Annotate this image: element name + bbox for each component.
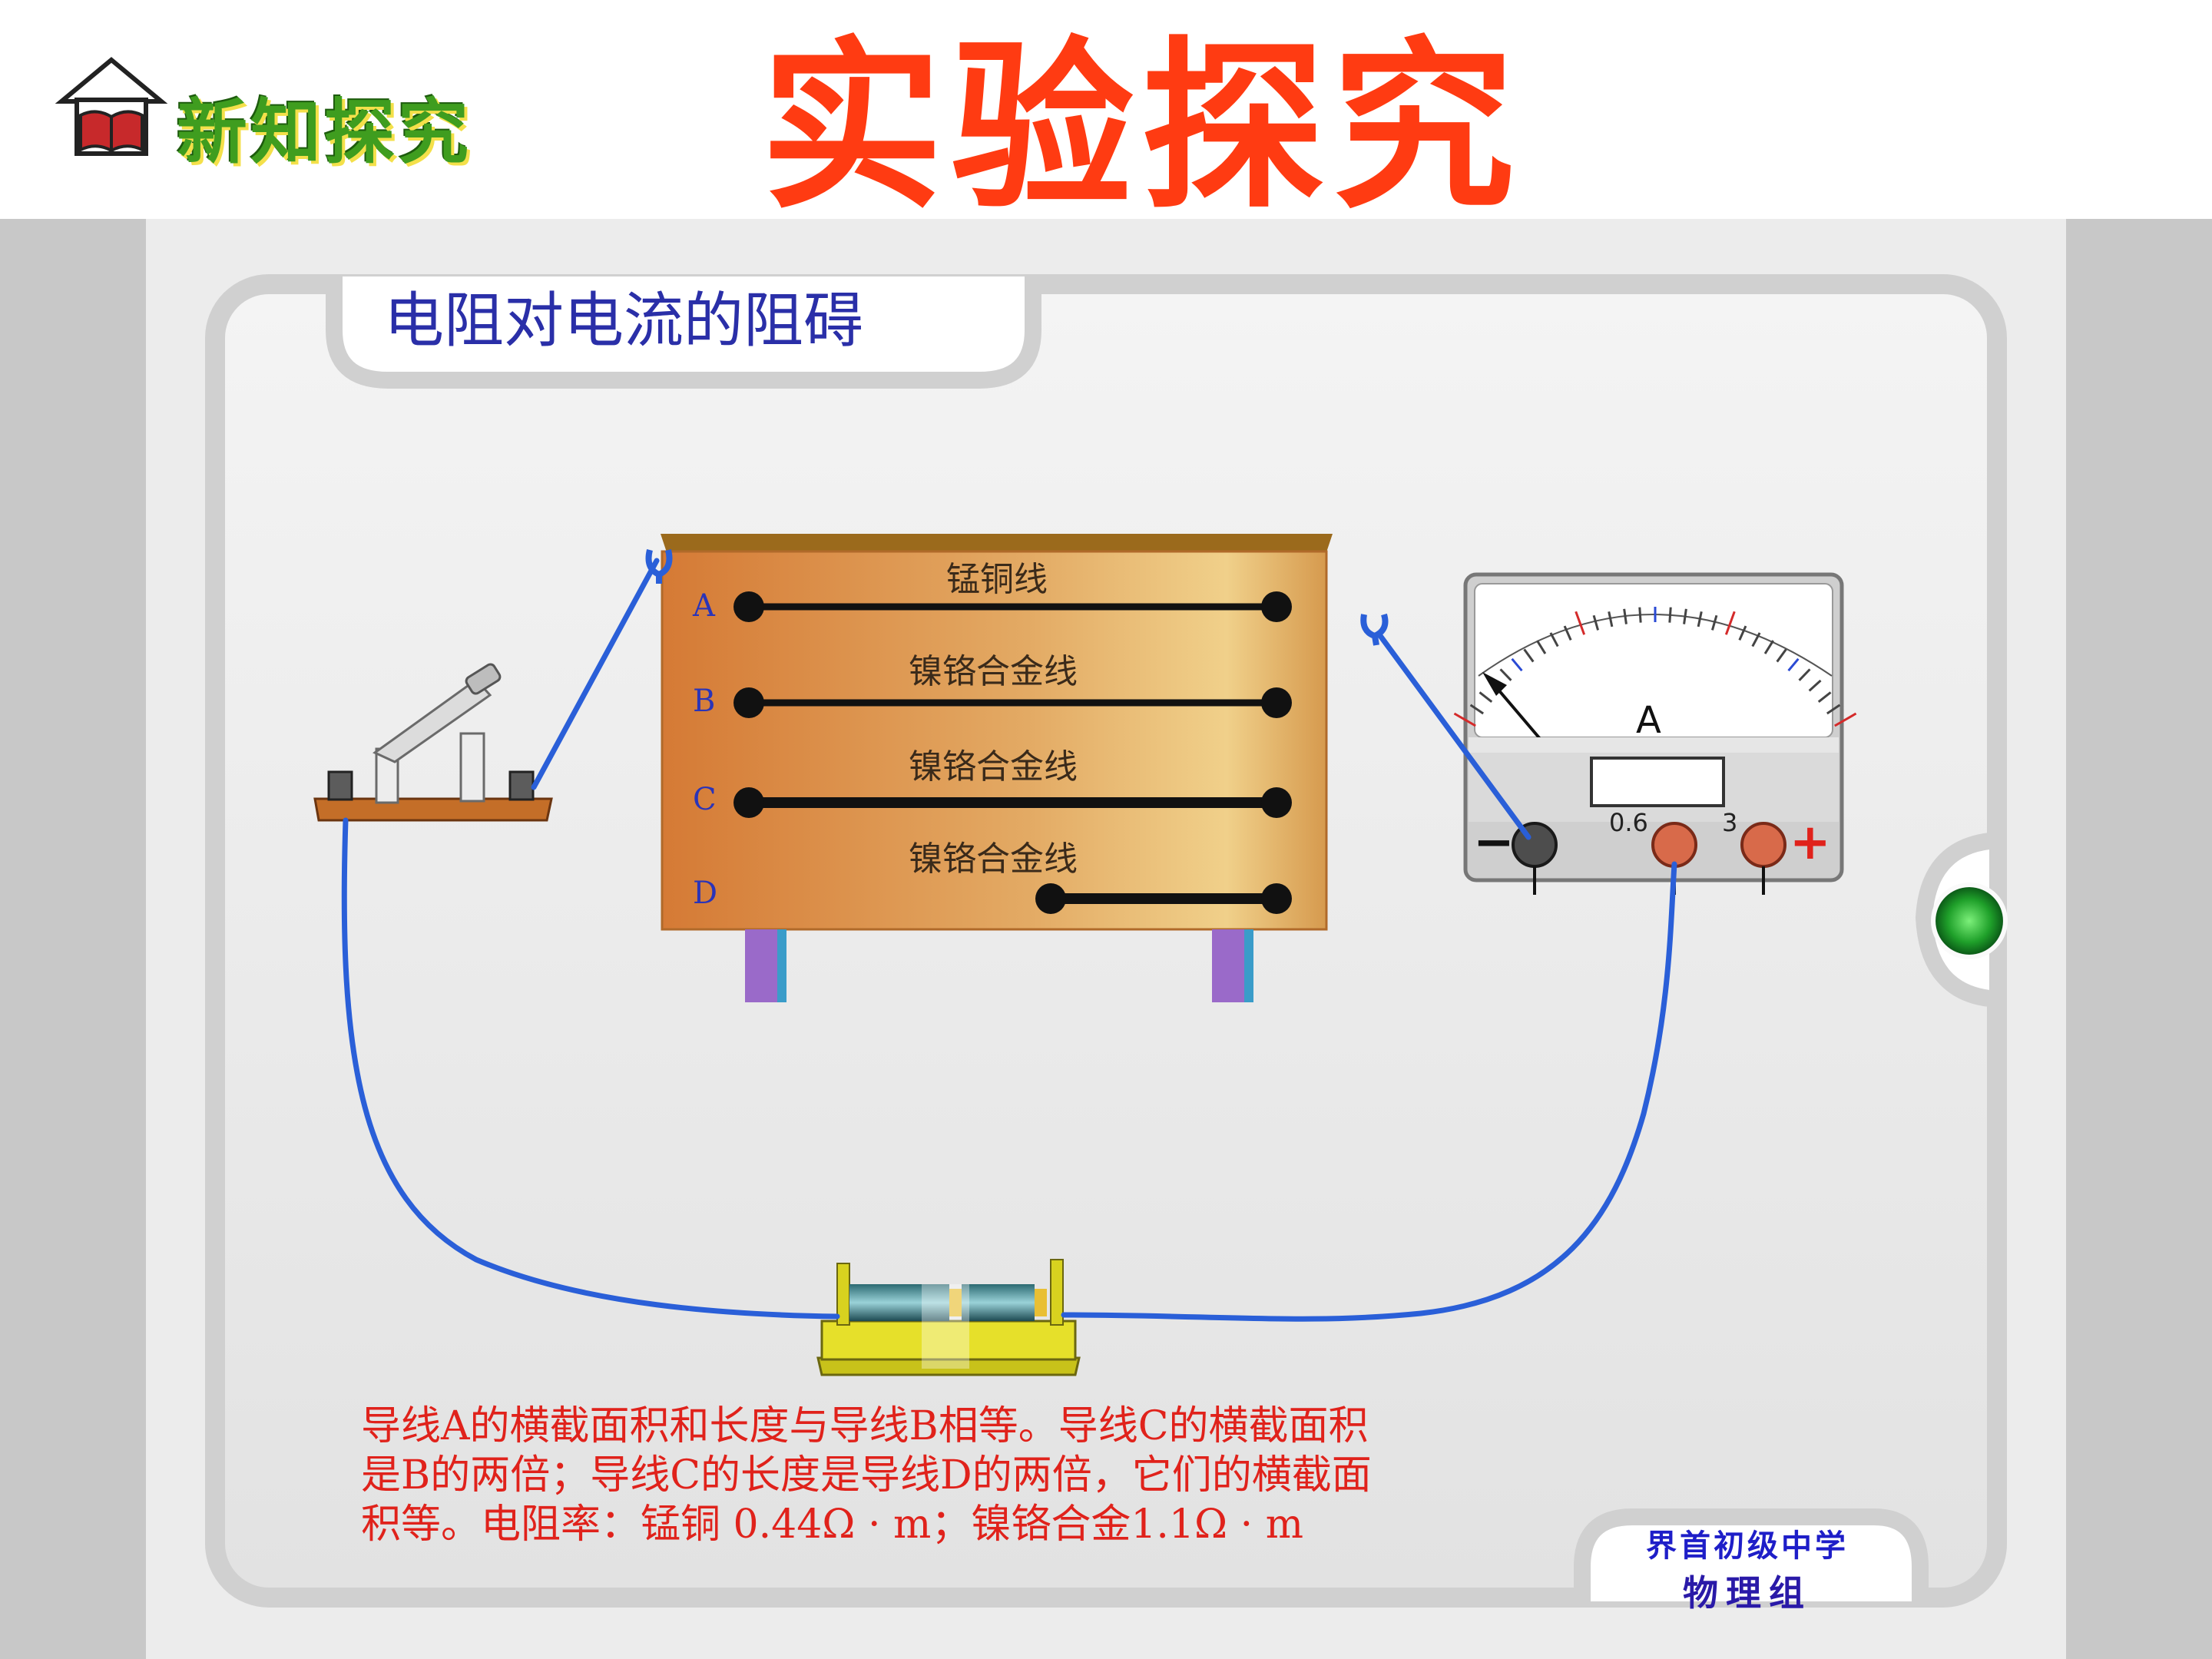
wire-c-label: 镍铬合金线 bbox=[909, 747, 1078, 786]
wire-c[interactable] bbox=[733, 787, 1292, 818]
wire-b-label: 镍铬合金线 bbox=[909, 652, 1078, 691]
scale-tick bbox=[1738, 625, 1747, 641]
page-title: 实验探究 bbox=[760, 22, 1522, 234]
minus-sign: − bbox=[1473, 814, 1515, 871]
wire-a-label: 锰铜线 bbox=[946, 560, 1048, 599]
row-letter-d: D bbox=[693, 876, 718, 911]
scale-tick bbox=[1763, 640, 1774, 654]
badge-label: 新知探究 bbox=[177, 91, 472, 174]
wire-b[interactable] bbox=[733, 687, 1292, 718]
right-margin bbox=[2066, 219, 2212, 1659]
scale-tick bbox=[1808, 679, 1822, 692]
scale-tick bbox=[1592, 614, 1600, 631]
scale-tick bbox=[1511, 657, 1523, 672]
scale-tick bbox=[1575, 611, 1586, 635]
wire-a[interactable] bbox=[733, 591, 1292, 622]
scale-tick bbox=[1826, 704, 1841, 715]
row-letter-b: B bbox=[693, 684, 716, 719]
scale-tick bbox=[1608, 611, 1614, 628]
description-line: 导线A的横截面积和长度与导线B相等。导线C的横截面积 bbox=[361, 1403, 1369, 1449]
scale-tick bbox=[1499, 668, 1512, 681]
terminal-3[interactable] bbox=[1740, 822, 1786, 895]
scale-tick bbox=[1710, 614, 1718, 631]
scale-tick bbox=[1523, 648, 1535, 663]
ammeter-unit-label: A bbox=[1636, 699, 1661, 742]
school-signature: 界首初级中学 物理组 bbox=[1617, 1521, 1878, 1616]
indicator-light-icon[interactable] bbox=[1936, 887, 2003, 955]
description-line: 积等。电阻率：锰铜 0.44Ω · m；镍铬合金1.1Ω · m bbox=[361, 1502, 1304, 1548]
ammeter-icon bbox=[1453, 572, 1857, 895]
ammeter-reading-display bbox=[1590, 757, 1725, 807]
connecting-wires bbox=[341, 558, 1677, 1322]
scale-tick bbox=[1668, 607, 1672, 623]
description-line: 是B的两倍；导线C的长度是导线D的两倍，它们的横截面 bbox=[361, 1452, 1372, 1498]
scale-tick bbox=[1536, 640, 1547, 654]
panel-title: 电阻对电流的阻碍 bbox=[384, 286, 864, 356]
knife-switch-icon[interactable] bbox=[313, 663, 553, 822]
battery-icon[interactable] bbox=[816, 1259, 1081, 1376]
scale-tick bbox=[1798, 668, 1811, 681]
plus-sign: + bbox=[1790, 814, 1831, 871]
terminal-0-6-label: 0.6 bbox=[1609, 808, 1648, 837]
wire-d[interactable] bbox=[1035, 883, 1292, 914]
row-letter-c: C bbox=[693, 782, 717, 817]
scale-tick bbox=[1834, 712, 1857, 727]
scale-tick bbox=[1724, 611, 1736, 635]
scale-tick bbox=[1751, 632, 1761, 647]
wire-d-label: 镍铬合金线 bbox=[909, 839, 1078, 879]
scale-tick bbox=[1697, 611, 1703, 628]
terminal-3-label: 3 bbox=[1722, 808, 1738, 837]
left-margin bbox=[0, 219, 146, 1659]
scale-tick bbox=[1817, 691, 1832, 703]
scale-tick bbox=[1549, 632, 1559, 647]
alligator-clip-icon[interactable] bbox=[1360, 613, 1389, 646]
scale-tick bbox=[1453, 712, 1476, 727]
scale-tick bbox=[1623, 608, 1628, 624]
section-badge: 新知探究 bbox=[54, 54, 507, 174]
scale-tick bbox=[1683, 608, 1687, 624]
school-name: 界首初级中学 bbox=[1646, 1528, 1849, 1564]
scale-tick bbox=[1787, 657, 1800, 672]
scale-tick bbox=[1776, 648, 1787, 663]
scale-tick bbox=[1638, 607, 1642, 623]
row-letter-a: A bbox=[693, 588, 715, 624]
alligator-clip-icon[interactable] bbox=[645, 549, 673, 584]
scale-tick bbox=[1479, 691, 1493, 703]
scale-tick bbox=[1563, 625, 1572, 641]
group-name: 物理组 bbox=[1683, 1572, 1812, 1614]
resistance-board bbox=[661, 534, 1333, 1002]
scale-tick bbox=[1469, 704, 1484, 715]
experiment-description: 导线A的横截面积和长度与导线B相等。导线C的横截面积 是B的两倍；导线C的长度是… bbox=[361, 1402, 1575, 1549]
book-house-icon bbox=[55, 57, 168, 156]
